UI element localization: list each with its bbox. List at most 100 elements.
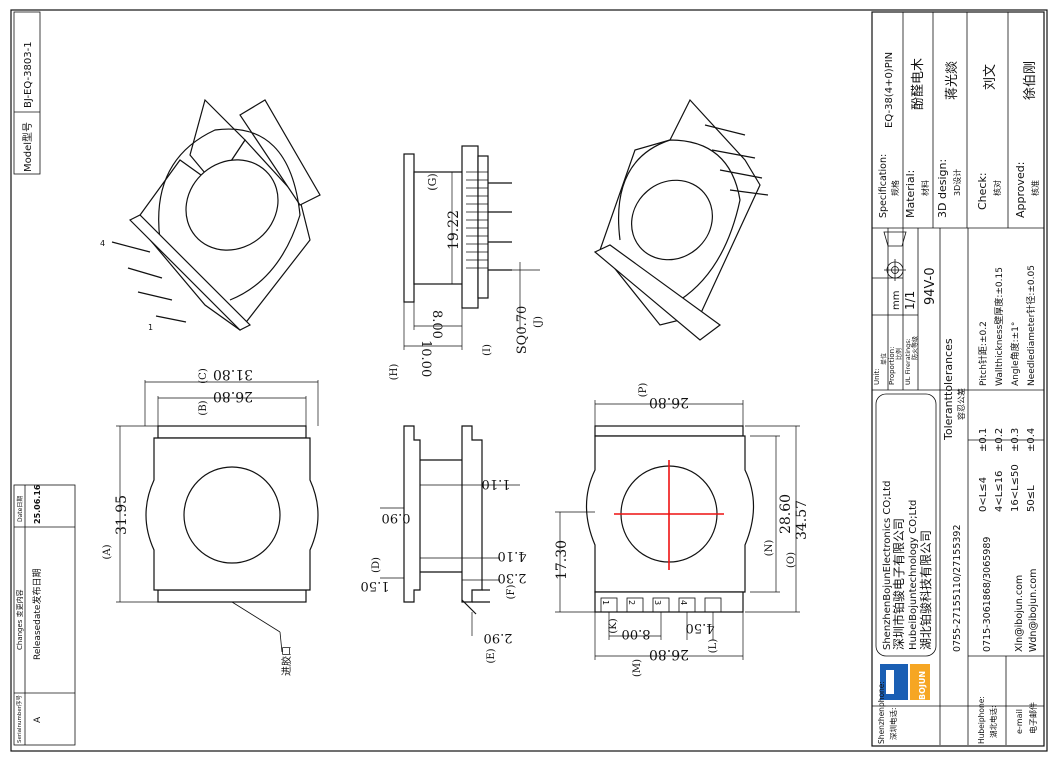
- unit-label-cn: 单位: [880, 353, 888, 365]
- sheet-border: [10, 9, 1048, 752]
- dim-l-label: (L): [708, 639, 719, 654]
- ul-label-cn: 防火等级: [911, 336, 919, 360]
- tol-value-2: ±0.2: [994, 428, 1005, 452]
- special-tol-2: Wallthickness壁厚度:±0.15: [993, 267, 1005, 386]
- front-view-right: 1 2 3 4 (P) 26.80 (N) 28.60 (O) 34.57 17…: [554, 383, 810, 677]
- dim-a-value: 31.95: [114, 495, 130, 535]
- contact-sz-label-cn: 深圳电话:: [888, 707, 898, 740]
- dim-m-label: (M): [632, 659, 643, 677]
- dim-h2-value: 8.00: [429, 310, 444, 339]
- design-label-cn: 3D设计: [952, 169, 962, 196]
- contact-hb-value: 0715-3061868/3065989: [982, 537, 993, 652]
- dim-w2-value: 1.10: [482, 476, 511, 491]
- dim-f2-value: 4.10: [498, 548, 527, 563]
- unit-label: Unit:: [873, 368, 881, 385]
- projection-symbol-icon: [883, 231, 907, 281]
- design-label: 3D design:: [936, 159, 949, 218]
- dim-l-value: 4.50: [686, 620, 715, 635]
- dim-o-value: 34.57: [794, 500, 810, 540]
- rev-serial: A: [33, 716, 43, 723]
- contact-email-label: e-mail: [1015, 709, 1024, 734]
- rev-header-serial: Serialnumber序号: [15, 694, 23, 743]
- tol-range-1: 0<L≤4: [978, 477, 989, 512]
- dim-g-label: (G): [426, 173, 439, 190]
- ul-label: UL Fireratings:: [904, 338, 912, 385]
- material-label-cn: 材料: [920, 180, 930, 196]
- pin-label-3: 3: [653, 600, 662, 605]
- spec-label: Specification:: [878, 154, 889, 218]
- dim-d-value: 1.50: [361, 578, 390, 593]
- dim-b-value: 26.80: [213, 388, 253, 404]
- model-box: Model型号 BJ-EQ-3803-1: [13, 11, 41, 175]
- ul-value: 94V-0: [923, 267, 938, 305]
- check-label-cn: 核对: [992, 180, 1002, 196]
- dim-d-label: (D): [371, 557, 382, 573]
- pin-4-label: 4: [100, 239, 105, 248]
- proportion-value: 1/1: [903, 291, 917, 310]
- dim-a-label: (A): [102, 544, 113, 559]
- dim-n-value: 28.60: [778, 494, 794, 534]
- dim-f-value: 2.30: [498, 570, 527, 585]
- dim-q-value: 17.30: [554, 540, 570, 580]
- check-label: Check:: [976, 172, 989, 210]
- dim-j-value: SQ0.70: [515, 306, 530, 355]
- dim-j-label: (J): [533, 316, 544, 328]
- contact-hb-label: Hubeiphone:: [977, 696, 986, 744]
- dim-p-value: 26.80: [649, 394, 689, 410]
- approved-label-cn: 核准: [1030, 180, 1040, 196]
- material-label: Material:: [904, 170, 917, 218]
- dim-h-label: (H): [389, 364, 400, 381]
- dim-c-label: (C): [198, 368, 209, 384]
- unit-value: mm: [891, 291, 902, 310]
- material-value: 酚醛电木: [910, 58, 926, 110]
- pin-label-1: 1: [601, 600, 610, 605]
- dim-e-value: 2.90: [484, 630, 513, 645]
- contact-sz-value: 0755-27155110/27155392: [952, 524, 963, 652]
- dim-g-value: 19.22: [446, 210, 462, 250]
- special-tol-3: Angle角度:±1°: [1009, 322, 1021, 386]
- tol-value-3: ±0.3: [1010, 428, 1021, 452]
- dim-h-value: 10.00: [418, 340, 433, 377]
- rev-date: 25.06.16: [33, 484, 42, 524]
- logo-text: BOJUN: [918, 671, 927, 700]
- dim-p-label: (P): [638, 383, 649, 398]
- dim-b-label: (B): [198, 400, 209, 415]
- tol-range-2: 4<L≤16: [994, 471, 1005, 512]
- company-line-3: HubeiBojuntechnology CO;Ltd: [908, 500, 919, 650]
- contact-sz-label: Shenzhenphone:: [877, 681, 886, 744]
- check-value: 刘文: [983, 64, 998, 90]
- iso-view-right: [593, 98, 769, 341]
- dim-w1-value: 0.90: [382, 510, 411, 525]
- special-tol-1: Pitch针距:±0.2: [977, 321, 989, 386]
- tol-range-4: 50≤L: [1026, 485, 1037, 512]
- side-view: (G) 19.22 8.00 10.00 (H) (I) SQ0.70 (J): [389, 145, 544, 381]
- model-label: Model型号: [21, 122, 34, 172]
- dim-o-label: (O): [786, 552, 797, 568]
- iso-view-left: 4 1: [100, 98, 321, 332]
- tol-range-3: 16<L≤50: [1010, 464, 1021, 512]
- proportion-label-cn: 比例: [895, 348, 903, 360]
- dim-k-label: (K): [608, 618, 619, 633]
- approved-label: Approved:: [1014, 162, 1027, 218]
- pin-label-4: 4: [679, 600, 688, 605]
- spec-value: EQ-38(4+0)PIN: [884, 52, 895, 128]
- pin-1-label: 1: [148, 323, 153, 332]
- contact-email-label-cn: 电子邮件: [1028, 702, 1038, 734]
- company-line-4: 湖北铂骏科技有限公司: [918, 530, 933, 650]
- gate-label: 进胶口: [280, 646, 293, 676]
- dim-f-label: (F): [506, 585, 517, 600]
- dim-m-value: 26.80: [649, 646, 689, 662]
- bojun-logo: BOJUN: [880, 664, 930, 700]
- special-tol-4: Needlediameter针径:±0.05: [1025, 265, 1037, 386]
- dim-e-label: (E): [486, 648, 497, 663]
- tol-value-1: ±0.1: [978, 428, 989, 452]
- approved-value: 徐伯刚: [1023, 61, 1038, 100]
- model-value: BJ-EQ-3803-1: [23, 41, 34, 108]
- spec-label-cn: 规格: [890, 180, 900, 196]
- dim-c-value: 31.80: [213, 366, 253, 382]
- title-block: Specification: 规格 EQ-38(4+0)PIN Material…: [871, 11, 1045, 747]
- tolerance-title-cn: 容忍公差: [956, 388, 966, 420]
- rev-header-date: Date日期: [16, 496, 24, 522]
- company-line-2: 深圳市铂骏电子有限公司: [891, 518, 906, 650]
